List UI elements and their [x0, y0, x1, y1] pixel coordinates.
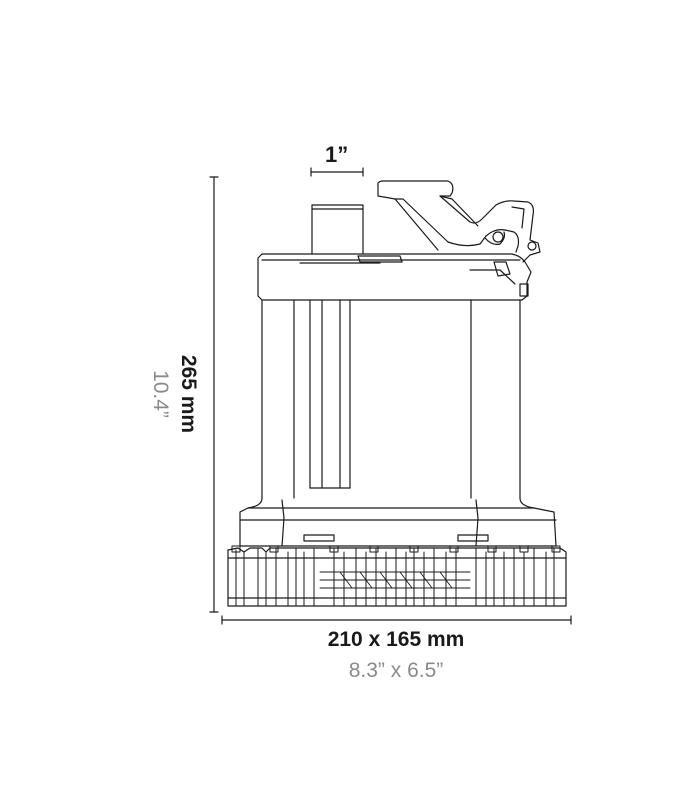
motor-housing [261, 299, 521, 499]
pump-lid [257, 253, 532, 301]
outlet-pipe [311, 204, 364, 254]
carry-handle [377, 180, 541, 263]
width-dimension-line [221, 615, 572, 625]
height-inch-label: 10.4” [149, 370, 172, 418]
height-mm-label: 265 mm [177, 354, 200, 434]
outlet-size-label: 1” [325, 142, 349, 167]
footprint-inch-label: 8.3” x 6.5” [348, 659, 444, 682]
outlet-dimension-line [310, 167, 364, 177]
pump-base [239, 497, 557, 547]
height-dimension-line [209, 176, 219, 613]
footprint-mm-label: 210 x 165 mm [327, 628, 465, 651]
intake-grille [227, 545, 567, 607]
